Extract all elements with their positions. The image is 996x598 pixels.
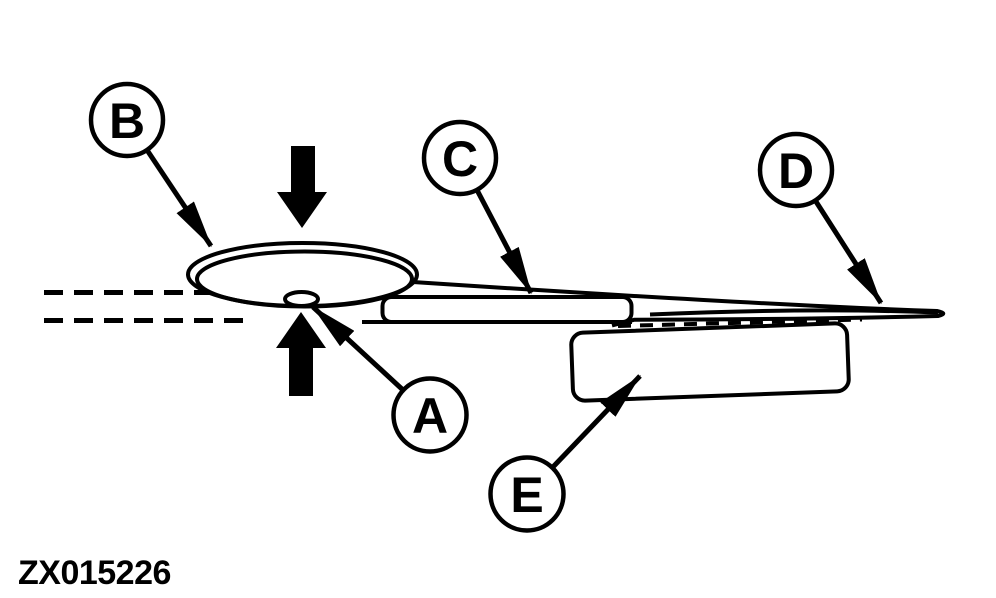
callout-b: B	[88, 81, 166, 159]
leader-e	[550, 374, 642, 470]
callout-a: A	[391, 376, 469, 454]
callout-e-label: E	[510, 467, 543, 523]
blade-profile	[362, 280, 946, 328]
leader-b	[144, 148, 214, 248]
blade-flat-section	[380, 295, 634, 324]
callout-c-label: C	[442, 131, 478, 187]
callout-d-label: D	[778, 143, 814, 199]
press-up-arrow-icon	[276, 312, 326, 396]
callout-e: E	[488, 455, 566, 533]
blade-bolt	[283, 290, 320, 308]
callout-a-label: A	[412, 388, 448, 444]
leader-c	[474, 188, 534, 295]
support-block	[569, 321, 851, 403]
cutting-edge-bevel	[649, 308, 939, 317]
callout-c: C	[421, 119, 499, 197]
figure-code: ZX015226	[18, 554, 171, 592]
leader-d	[812, 198, 884, 305]
centerline-dashes	[44, 290, 252, 323]
leader-arrows	[144, 148, 884, 470]
hidden-edge-dash	[617, 317, 863, 328]
blade-tip-outline	[412, 280, 946, 328]
callout-d: D	[757, 131, 835, 209]
leader-a	[311, 305, 405, 392]
blade-holder-disc	[186, 241, 419, 309]
callout-b-label: B	[109, 93, 145, 149]
press-down-arrow-icon	[277, 146, 327, 228]
